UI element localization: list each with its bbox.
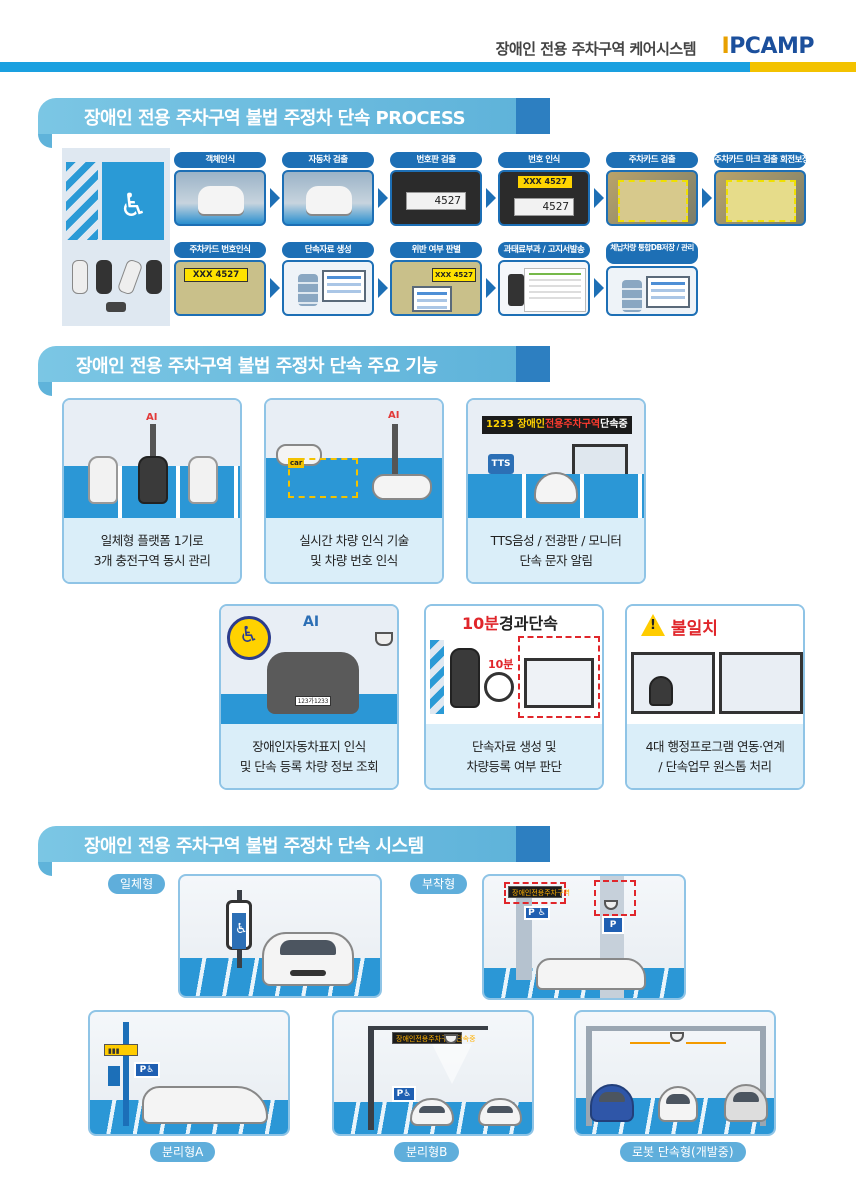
step-image (714, 170, 806, 226)
system-image-robot (574, 1010, 776, 1136)
process-step-violation: 위반 여부 판별 XXX 4527 (390, 242, 482, 316)
section-banner-process: 장애인 전용 주차구역 불법 주정차 단속 PROCESS (38, 98, 550, 148)
process-step-db: 체납차량 통합DB저장 / 관리 (606, 242, 698, 316)
step-image (606, 266, 698, 316)
cctv-camera-icon (106, 302, 126, 312)
warning-icon (641, 614, 665, 636)
arrow-right-icon (270, 278, 280, 298)
process-step-data-create: 단속자료 생성 (282, 242, 374, 316)
process-step-card-rotate: 주차카드 마크 검출 회전보정 (714, 152, 806, 226)
feature-card-disabled-sign: AI 123가1233 장애인자동차표지 인식및 단속 등록 차량 정보 조회 (219, 604, 399, 790)
header-stripe-blue (0, 62, 750, 72)
section-title-features: 장애인 전용 주차구역 불법 주정차 단속 주요 기능 (76, 356, 438, 377)
step-image: 4527 (390, 170, 482, 226)
system-image-separate-b: 장애인전용주차구역 단속중 P♿ (332, 1010, 534, 1136)
step-image: XXX 4527 (174, 260, 266, 316)
feature-image: AI car (266, 400, 442, 518)
arrow-right-icon (378, 188, 388, 208)
monitor-icon (631, 652, 715, 714)
step-image (282, 260, 374, 316)
process-step-card-detect: 주차카드 검출 (606, 152, 698, 226)
database-icon (622, 280, 642, 312)
step-image (282, 170, 374, 226)
system-image-attached: 장애인전용주차구역 P ♿ P (482, 874, 686, 1000)
arrow-right-icon (594, 188, 604, 208)
cctv-camera-icon (670, 1032, 684, 1042)
system-label-attached: 부착형 (410, 874, 468, 894)
arrow-right-icon (486, 188, 496, 208)
system-label-robot: 로봇 단속형(개발중) (620, 1142, 746, 1162)
process-step-object: 객체인식 (174, 152, 266, 226)
cctv-camera-icon (604, 900, 618, 910)
process-step-car-detect: 자동차 검출 (282, 152, 374, 226)
system-label-integrated: 일체형 (108, 874, 166, 894)
step-image (606, 170, 698, 226)
cctv-camera-icon (444, 1034, 458, 1044)
section-title-process: 장애인 전용 주차구역 불법 주정차 단속 PROCESS (84, 108, 466, 129)
arrow-right-icon (594, 278, 604, 298)
cctv-camera-icon (375, 632, 393, 646)
ipcamp-logo: IPCAMP (721, 34, 815, 59)
process-step-card-number: 주차카드 번호인식 XXX 4527 (174, 242, 266, 316)
arrow-right-icon (378, 278, 388, 298)
wheelchair-icon: ♿ (119, 186, 148, 224)
document-icon (524, 268, 586, 312)
process-step-number-recog: 번호 인식 XXX 4527 4527 (498, 152, 590, 226)
arrow-left-icon (630, 1042, 670, 1044)
disabled-sticker-icon (227, 616, 271, 660)
parking-lot-illustration: ♿ (62, 148, 170, 326)
section-banner-features: 장애인 전용 주차구역 불법 주정차 단속 주요 기능 (38, 346, 550, 396)
monitor-icon (719, 652, 803, 714)
accessible-sign: ♿ (102, 162, 164, 240)
clock-icon (484, 672, 514, 702)
phone-icon (508, 274, 524, 306)
page-header: 장애인 전용 주차구역 케어시스템 IPCAMP (0, 0, 856, 76)
database-icon (298, 274, 318, 306)
feature-image: AI (64, 400, 240, 518)
feature-image: 1233 장애인전용주차구역단속중 TTS (468, 400, 644, 518)
arrow-right-icon (686, 1042, 726, 1044)
header-stripe-yellow (750, 62, 856, 72)
process-step-plate-detect: 번호판 검출 4527 (390, 152, 482, 226)
parked-cars (66, 252, 166, 304)
process-step-fine: 과태료부과 / 고지서발송 (498, 242, 590, 316)
section-title-system: 장애인 전용 주차구역 불법 주정차 단속 시스템 (84, 836, 424, 857)
feature-card-mismatch: ! 불일치 4대 행정프로그램 연동·연계/ 단속업무 원스톱 처리 (625, 604, 805, 790)
monitor-icon (646, 276, 690, 308)
step-image (174, 170, 266, 226)
step-image: XXX 4527 (390, 260, 482, 316)
step-image (498, 260, 590, 316)
monitor-icon (524, 658, 594, 708)
header-title: 장애인 전용 주차구역 케어시스템 (495, 40, 697, 58)
section-banner-system: 장애인 전용 주차구역 불법 주정차 단속 시스템 (38, 826, 550, 876)
feature-image: ! 불일치 (627, 606, 803, 724)
system-image-separate-a: ▮▮▮ P♿ (88, 1010, 290, 1136)
monitor-icon (322, 270, 366, 302)
feature-image: 10분경과단속 10분 (426, 606, 602, 724)
step-image: XXX 4527 4527 (498, 170, 590, 226)
system-label-separate-b: 분리형B (394, 1142, 460, 1162)
arrow-right-icon (702, 188, 712, 208)
system-label-separate-a: 분리형A (150, 1142, 216, 1162)
hatch-stripes (66, 162, 98, 240)
speaker-icon: TTS (488, 454, 514, 474)
operator-icon (649, 676, 673, 706)
system-image-integrated (178, 874, 382, 998)
feature-image: AI 123가1233 (221, 606, 397, 724)
arrow-right-icon (486, 278, 496, 298)
arrow-right-icon (270, 188, 280, 208)
